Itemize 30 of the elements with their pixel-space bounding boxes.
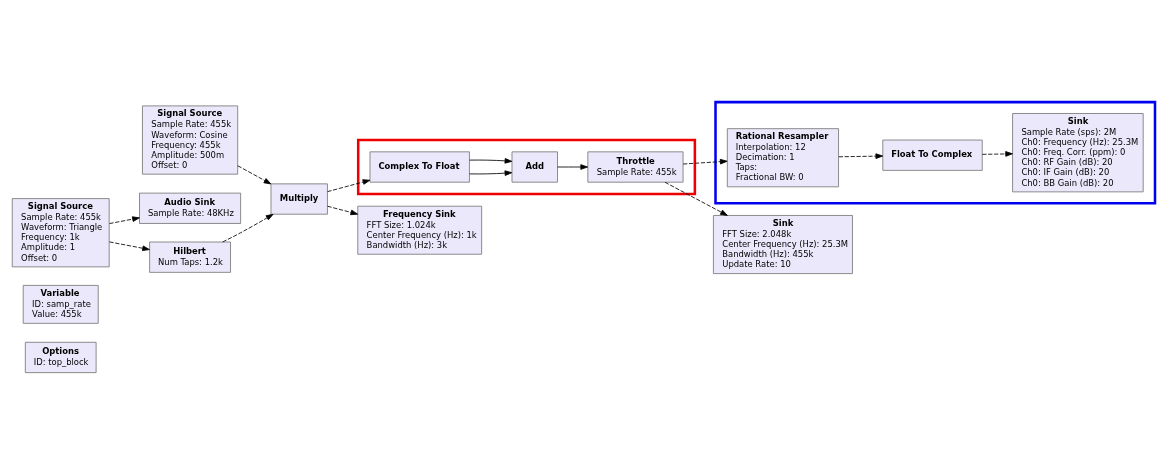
node-box: Signal Source Sample Rate: 455k Waveform: Cosine Frequency: 455k Amplitude: 500m Offset: 0 xyxy=(142,105,239,175)
arrow xyxy=(838,152,884,159)
arrow xyxy=(109,215,140,224)
arrow xyxy=(682,158,728,164)
arrow xyxy=(109,241,150,251)
node-box: Add xyxy=(511,150,558,183)
arrow xyxy=(222,213,274,242)
node-box: Throttle Sample Rate: 455k xyxy=(587,150,684,183)
node-box: Variable ID: samp_rate Value: 455k xyxy=(22,284,99,324)
arrow xyxy=(664,181,728,216)
node-box: Signal Source Sample Rate: 455k Waveform: Triangle Frequency: 1k Amplitude: 1 Offset: 0 xyxy=(11,197,110,267)
arrow xyxy=(327,205,359,215)
node-box: Sink FFT Size: 2.048k Center Frequency (Hz): 25.3M Bandwidth (Hz): 455k Update Rate: 10 xyxy=(713,214,853,274)
node-box: Frequency Sink FFT Size: 1.024k Center Frequency (Hz): 1k Bandwidth (Hz): 3k xyxy=(357,205,483,255)
arrow xyxy=(327,178,371,192)
arrow xyxy=(557,163,588,170)
cluster xyxy=(714,100,1157,204)
node-box: Rational Resampler Interpolation: 12 Decimation: 1 Taps: Fractional BW: 0 xyxy=(726,127,839,187)
arrow xyxy=(237,164,272,184)
cluster xyxy=(356,138,697,195)
node-box: Float To Complex xyxy=(882,139,983,171)
arrow xyxy=(469,169,513,176)
node-box: Options ID: top_block xyxy=(24,341,97,373)
arrow xyxy=(982,150,1013,157)
node-box: Multiply xyxy=(270,182,328,215)
node-box: Audio Sink Sample Rate: 48KHz xyxy=(139,192,242,224)
node-box: Complex To Float xyxy=(369,150,470,183)
arrow xyxy=(469,157,513,164)
node-box: Sink Sample Rate (sps): 2M Ch0: Frequency (Hz): 25.3M Ch0: Freq. Corr. (ppm): 0 Ch0: RF Gain (dB): 20 Ch0: IF Gain (dB): 20 Ch0: BB Gain (dB): 20 xyxy=(1012,112,1144,192)
node-box: Hilbert Num Taps: 1.2k xyxy=(149,241,231,273)
